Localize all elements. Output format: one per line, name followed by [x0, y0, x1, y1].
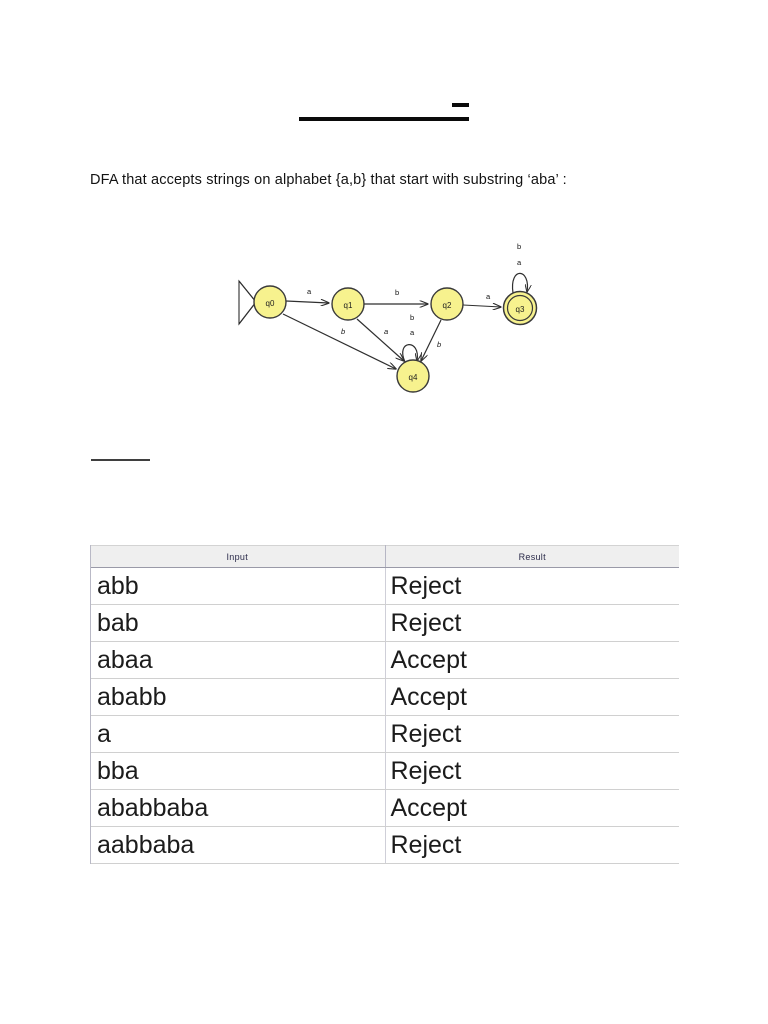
results-table-container: Input Result abb Reject bab Reject abaa … — [90, 545, 679, 864]
column-header-input[interactable]: Input — [90, 545, 386, 568]
edge-label-q1-q4: a — [384, 327, 388, 336]
cell-input: abb — [90, 567, 386, 605]
cell-input: ababb — [90, 678, 386, 716]
cell-input: ababbaba — [90, 789, 386, 827]
state-q3-accepting: q3 — [502, 290, 538, 326]
cell-input: aabbaba — [90, 826, 386, 864]
edge-q3-self — [511, 272, 528, 294]
edge-label-q0-q1: a — [307, 287, 312, 296]
table-row: bba Reject — [90, 752, 679, 790]
table-row: ababb Accept — [90, 678, 679, 716]
state-q0: q0 — [253, 285, 287, 319]
table-header-row: Input Result — [90, 545, 679, 568]
state-q1: q1 — [331, 287, 365, 321]
edge-q2-q3 — [462, 305, 501, 307]
mid-horizontal-rule — [91, 459, 150, 461]
edge-q0-q1 — [285, 301, 329, 303]
cell-input: abaa — [90, 641, 386, 679]
state-q4: q4 — [396, 359, 430, 393]
column-header-result[interactable]: Result — [385, 545, 679, 568]
state-label-q3: q3 — [516, 305, 525, 314]
cell-input: a — [90, 715, 386, 753]
edge-label-q4-self: a — [410, 328, 415, 337]
table-row: aabbaba Reject — [90, 826, 679, 864]
cell-result: Reject — [385, 715, 679, 753]
edge-q4-self — [402, 344, 418, 363]
cell-result: Accept — [385, 678, 679, 716]
cell-result: Accept — [385, 789, 679, 827]
state-label-q4: q4 — [409, 373, 418, 382]
cell-result: Reject — [385, 826, 679, 864]
table-row: a Reject — [90, 715, 679, 753]
edge-label-q0-q4: b — [341, 327, 345, 336]
top-rule-block — [299, 95, 469, 125]
state-label-q1: q1 — [344, 301, 353, 310]
edge-label-q1-q2: b — [395, 288, 399, 297]
edge-label-q3-self-a: a — [517, 258, 522, 267]
cell-input: bba — [90, 752, 386, 790]
top-horizontal-rule — [299, 117, 469, 121]
edge-q0-q4 — [282, 313, 396, 369]
table-row: bab Reject — [90, 604, 679, 642]
results-table-body: abb Reject bab Reject abaa Accept ababb … — [90, 567, 679, 864]
cell-result: Reject — [385, 567, 679, 605]
edge-label-q2-q3: a — [486, 292, 491, 301]
table-row: ababbaba Accept — [90, 789, 679, 827]
cell-result: Reject — [385, 752, 679, 790]
edge-q1-q4 — [356, 318, 404, 361]
dfa-diagram: q0 q1 q2 q3 q4 — [225, 228, 555, 408]
cell-result: Reject — [385, 604, 679, 642]
state-label-q0: q0 — [266, 299, 275, 308]
edge-label-q2-q4: b — [437, 340, 441, 349]
edge-label-q3-self-b: b — [517, 242, 521, 251]
page-caption: DFA that accepts strings on alphabet {a,… — [90, 172, 567, 188]
cell-input: bab — [90, 604, 386, 642]
table-row: abaa Accept — [90, 641, 679, 679]
results-table: Input Result abb Reject bab Reject abaa … — [90, 545, 679, 864]
top-small-dash — [452, 103, 469, 107]
transition-labels: a b a b a b b a b a — [307, 242, 522, 349]
dfa-states: q0 q1 q2 q3 q4 — [253, 285, 538, 393]
edge-label-q2-q4-alt: b — [410, 313, 414, 322]
transition-edges — [282, 272, 528, 369]
table-row: abb Reject — [90, 567, 679, 605]
edge-q2-q4 — [421, 319, 442, 361]
cell-result: Accept — [385, 641, 679, 679]
state-q2: q2 — [430, 287, 464, 321]
state-label-q2: q2 — [443, 301, 452, 310]
